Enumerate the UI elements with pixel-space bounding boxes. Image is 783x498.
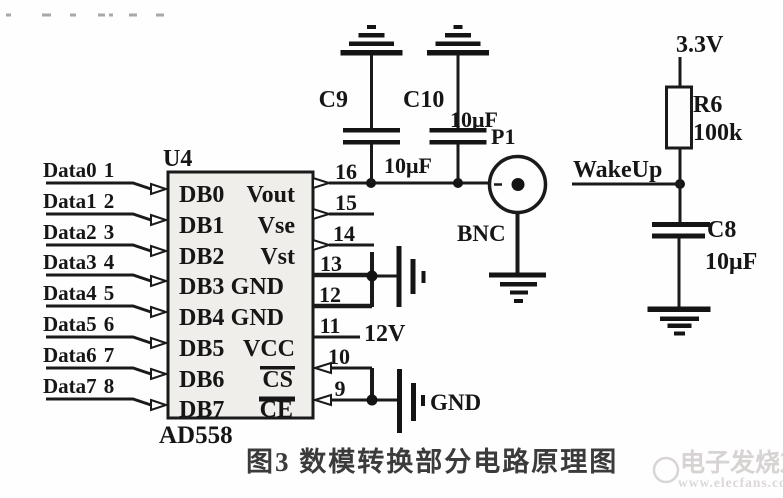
pin-number-2: 2 (104, 189, 115, 213)
ic-port-db4: DB4 (179, 305, 224, 331)
c8-value-label: 10μF (705, 249, 757, 275)
power-flag-icon (427, 25, 489, 56)
net-label-data4: Data4 (43, 281, 97, 305)
right-pin-numbers: 16 15 14 13 12 11 10 9 (319, 159, 357, 401)
net-label-data3: Data3 (43, 250, 97, 274)
bnc-connector-p1: P1 BNC (457, 124, 548, 303)
pin-number-16: 16 (335, 159, 357, 184)
pin-number-8: 8 (104, 374, 115, 398)
cs-overline (260, 366, 295, 370)
resistor-r6-body (665, 85, 693, 150)
net-label-data2: Data2 (43, 220, 97, 244)
ic-port-vse: Vse (258, 213, 296, 239)
r6-value-label: 100k (693, 120, 743, 146)
data-bus-wires (46, 181, 152, 407)
net-label-data7: Data7 (43, 374, 97, 398)
pin-number-3: 3 (104, 220, 115, 244)
c10-ref-label: C10 (403, 87, 444, 113)
pin-number-11: 11 (320, 313, 341, 338)
ce-input-arrow (311, 393, 332, 407)
ic-port-db0: DB0 (179, 182, 224, 208)
ic-port-db1: DB1 (179, 213, 224, 239)
pin-number-13: 13 (320, 251, 342, 276)
capacitor-c8: C8 10μF (652, 217, 757, 307)
ground-symbol-control (397, 369, 425, 433)
ce-overline (259, 396, 295, 402)
ic-designator-label: U4 (163, 146, 192, 172)
wakeup-branch: 3.3V R6 100k WakeUp C8 10μF (572, 32, 757, 336)
pin-number-9: 9 (335, 376, 346, 401)
pin-number-4: 4 (104, 250, 115, 274)
right-pin-arrows (311, 176, 333, 407)
watermark: 电子发烧友 www.elecfans.com (652, 448, 783, 490)
bnc-center-pin (511, 178, 525, 191)
figure-caption: 图3 数模转换部分电路原理图 (246, 446, 618, 477)
ic-ad558: U4 AD558 DB0 DB1 DB2 DB3 DB4 DB5 DB6 DB7… (159, 146, 315, 449)
ic-part-label: AD558 (159, 422, 233, 449)
power-flag-icon (340, 25, 403, 56)
watermark-logo-icon (652, 456, 680, 484)
vse-output-arrow (312, 207, 333, 221)
net-label-data6: Data6 (43, 343, 97, 367)
pin-number-7: 7 (104, 343, 115, 367)
pin-number-1: 1 (104, 158, 115, 182)
pin-number-14: 14 (333, 221, 355, 246)
ic-port-db6: DB6 (179, 367, 224, 393)
pin-number-5: 5 (104, 281, 115, 305)
ic-port-gnd2: GND (231, 305, 284, 331)
c9-value-label: 10μF (384, 153, 432, 178)
ic-port-gnd1: GND (231, 274, 284, 300)
pin-number-15: 15 (335, 190, 357, 215)
data-bus-input-arrows (150, 182, 170, 412)
c9-ref-label: C9 (319, 87, 348, 113)
pin-number-6: 6 (104, 312, 115, 336)
net-label-12v: 12V (364, 321, 406, 347)
net-label-gnd: GND (430, 390, 481, 415)
ground-symbol-digital (396, 246, 426, 307)
watermark-brand: 电子发烧友 (680, 448, 783, 477)
ic-port-db3: DB3 (179, 274, 224, 300)
c10-value-label: 10μF (450, 107, 498, 132)
ic-port-db5: DB5 (179, 336, 224, 362)
ic-port-vout: Vout (247, 182, 295, 208)
vst-output-arrow (312, 238, 333, 252)
watermark-url: www.elecfans.com (678, 475, 783, 490)
capacitor-c9: C9 10μF (319, 25, 432, 183)
p1-ref-label: P1 (491, 124, 515, 149)
data-bus-labels: Data0 Data1 Data2 Data3 Data4 Data5 Data… (43, 158, 115, 398)
ground-symbol-bnc (489, 272, 546, 303)
ground-symbol-c8 (647, 306, 711, 336)
scan-dash-row (6, 13, 164, 17)
net-label-data5: Data5 (43, 312, 97, 336)
vout-output-arrow (312, 176, 333, 190)
pin-number-10: 10 (328, 344, 350, 369)
ic-port-db7: DB7 (179, 397, 224, 423)
capacitor-c10: C10 10μF (403, 25, 498, 183)
net-label-data1: Data1 (43, 189, 97, 213)
ic-port-vcc: VCC (243, 336, 295, 362)
ic-port-cs: CS (262, 367, 293, 393)
ic-port-vst: Vst (260, 244, 295, 270)
ic-port-db2: DB2 (179, 244, 224, 270)
cs-input-arrow (311, 361, 332, 375)
net-label-data0: Data0 (43, 158, 97, 182)
pin-number-12: 12 (319, 282, 341, 307)
net-label-wakeup: WakeUp (573, 157, 662, 183)
net-label-3v3: 3.3V (676, 32, 724, 58)
p1-type-label: BNC (457, 221, 506, 246)
c8-ref-label: C8 (707, 217, 736, 243)
r6-ref-label: R6 (693, 92, 722, 118)
